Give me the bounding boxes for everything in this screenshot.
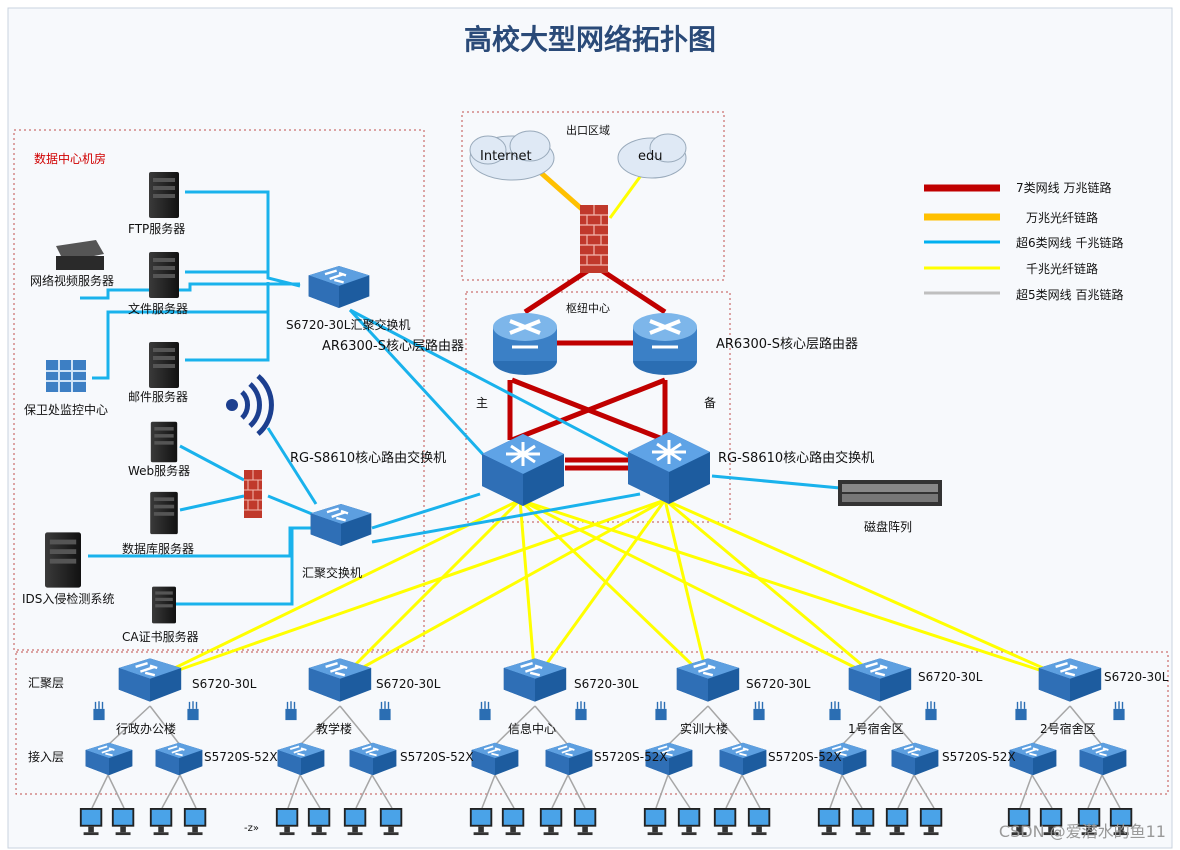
- router-right-label: AR6300-S核心层路由器: [716, 337, 858, 352]
- building-1-access-model: S5720S-52X: [204, 750, 278, 764]
- yellow-links: [149, 169, 1071, 682]
- watermark: CSDN @爱潜水的鱼11: [998, 822, 1166, 841]
- dc-firewall-icon: [244, 470, 262, 518]
- mail-server-label: 邮件服务器: [128, 390, 189, 404]
- legend-item-2: 超6类网线 千兆链路: [1016, 236, 1124, 250]
- ftp-server-icon: [149, 172, 179, 218]
- file-server-label: 文件服务器: [128, 302, 189, 316]
- building-4-name: 实训大楼: [680, 722, 729, 736]
- cloud-internet-label: Internet: [480, 149, 532, 164]
- zone-access-label: 接入层: [28, 750, 65, 764]
- web-server-icon: [150, 421, 178, 463]
- storage-label: 磁盘阵列: [864, 520, 913, 534]
- main-label: 主: [476, 396, 489, 410]
- video-server-label: 网络视频服务器: [30, 274, 115, 288]
- building-2-name: 教学楼: [316, 722, 353, 736]
- building-1-agg-model: S6720-30L: [192, 677, 257, 691]
- building-3-access-model: S5720S-52X: [594, 750, 668, 764]
- core-left-label: RG-S8610核心路由交换机: [290, 451, 447, 466]
- building-3-agg-model: S6720-30L: [574, 677, 639, 691]
- building-3-name: 信息中心: [508, 722, 557, 736]
- legend-item-3: 千兆光纤链路: [1026, 262, 1099, 276]
- web-server-label: Web服务器: [128, 464, 191, 478]
- file-server-icon: [149, 252, 179, 298]
- red-links: [507, 265, 668, 471]
- ids-server-icon: [45, 532, 81, 588]
- security-center-label: 保卫处监控中心: [24, 403, 109, 417]
- core-right-label: RG-S8610核心路由交换机: [718, 451, 875, 466]
- building-5-name: 1号宿舍区: [848, 722, 904, 736]
- router-left-label: AR6300-S核心层路由器: [322, 339, 464, 354]
- storage-array-icon: [838, 480, 942, 506]
- security-monitor-icon: [46, 360, 86, 392]
- ca-server-label: CA证书服务器: [122, 630, 199, 644]
- legend-item-1: 万兆光纤链路: [1026, 211, 1099, 225]
- arrow-mark: -z»: [244, 823, 259, 834]
- zone-data-center-label: 数据中心机房: [34, 152, 107, 166]
- page-title: 高校大型网络拓扑图: [463, 23, 716, 56]
- router-right-icon: [633, 313, 697, 375]
- db-server-label: 数据库服务器: [122, 542, 195, 556]
- zone-exit-label: 出口区域: [566, 124, 610, 137]
- building-6-name: 2号宿舍区: [1040, 722, 1096, 736]
- building-1-name: 行政办公楼: [116, 722, 177, 736]
- zone-hub-label: 枢纽中心: [566, 302, 610, 315]
- dc-switch-label: S6720-30L汇聚交换机: [286, 318, 411, 332]
- legend-item-0: 7类网线 万兆链路: [1016, 181, 1112, 195]
- building-2-agg-model: S6720-30L: [376, 677, 441, 691]
- mail-server-icon: [149, 342, 179, 388]
- ids-label: IDS入侵检测系统: [22, 592, 115, 606]
- legend-item-4: 超5类网线 百兆链路: [1016, 288, 1124, 302]
- ca-server-icon: [152, 586, 176, 624]
- cloud-edu-label: edu: [638, 149, 663, 164]
- internet-cloud: [469, 130, 555, 181]
- building-5-access-model: S5720S-52X: [942, 750, 1016, 764]
- building-4-access-model: S5720S-52X: [768, 750, 842, 764]
- cyan-links: [80, 190, 841, 606]
- building-4-agg-model: S6720-30L: [746, 677, 811, 691]
- zone-aggregation-label: 汇聚层: [28, 676, 65, 690]
- video-server-icon: [56, 240, 104, 270]
- building-2-access-model: S5720S-52X: [400, 750, 474, 764]
- db-server-icon: [150, 491, 178, 535]
- router-left-icon: [493, 313, 557, 375]
- agg-switch-label: 汇聚交换机: [302, 566, 363, 580]
- gray-links: [91, 705, 1121, 809]
- building-5-agg-model: S6720-30L: [918, 670, 983, 684]
- ftp-server-label: FTP服务器: [128, 222, 186, 236]
- edu-cloud: [617, 133, 687, 179]
- building-6-agg-model: S6720-30L: [1104, 670, 1169, 684]
- backup-label: 备: [704, 396, 717, 410]
- exit-firewall-icon: [580, 205, 608, 273]
- wifi-icon: [226, 374, 274, 436]
- legend-swatches: [924, 184, 1000, 295]
